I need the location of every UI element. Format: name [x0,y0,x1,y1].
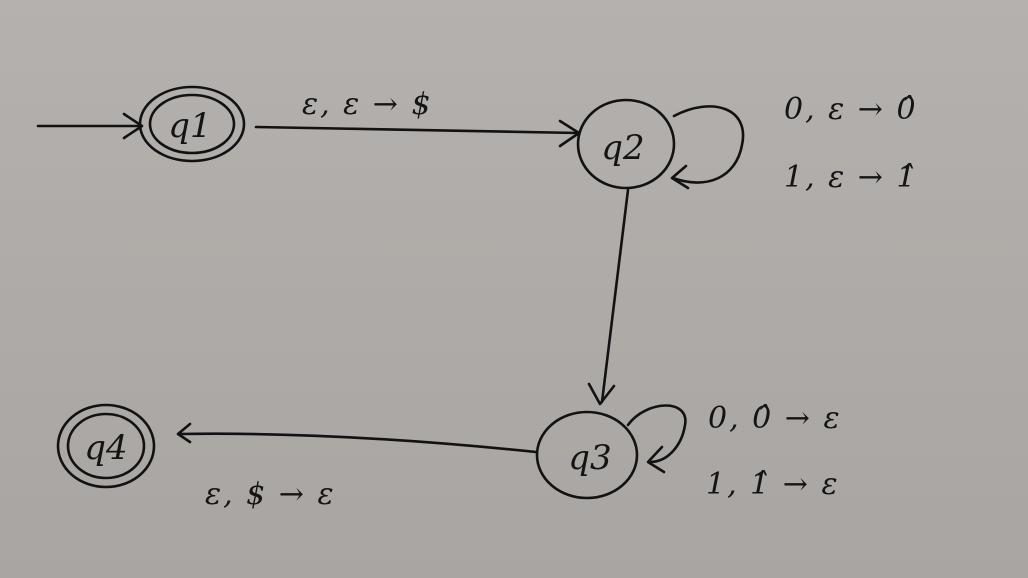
edge-q3-q4 [176,422,538,454]
state-q1-circle [138,85,246,163]
state-q3-label: q3 [568,438,612,478]
state-q4-circle [56,403,156,489]
edge-q1-q2-label: ε, ε → $ [302,87,433,122]
state-q2-circle [576,98,676,190]
state-q4-label: q4 [84,428,128,468]
edge-q2-self-label-1: 1, ε → 1̂ [784,160,918,195]
edge-q3-self-label-0: 0, 0̂ → ε [708,401,842,436]
edge-q2-q3 [587,188,630,406]
state-q1-label: q1 [168,106,212,146]
state-q2-label: q2 [601,128,645,168]
edge-q2-self-loop [670,105,745,190]
edge-q3-q4-label: ε, $ → ε [205,477,336,512]
edge-q1-q2 [254,119,581,148]
edge-q3-self-label-1: 1, 1̂ → ε [706,467,840,502]
edge-q2-self-label-0: 0, ε → 0̂ [784,92,918,127]
edge-q3-self-loop [626,404,687,474]
start-arrow [36,112,144,140]
state-q3-circle [535,410,639,500]
